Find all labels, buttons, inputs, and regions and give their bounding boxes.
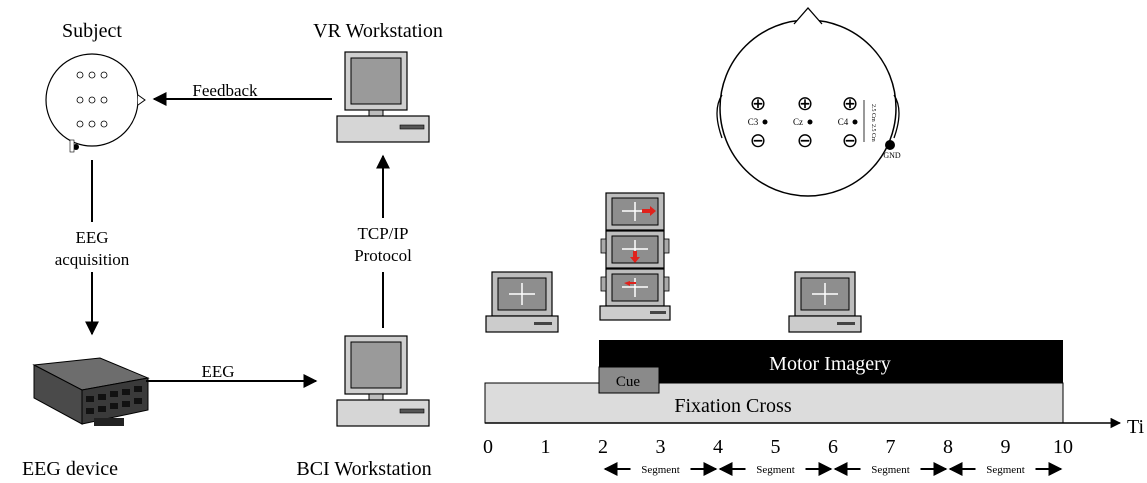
minus-electrode-cz: ⊖ [797,130,814,152]
segment-1-label: Segment [641,464,680,476]
vr-workstation-computer [336,51,430,143]
plus-electrode-cz: ⊕ [797,93,814,115]
tick-label-6: 6 [828,436,838,458]
tick-label-4: 4 [713,436,723,458]
eeg-acquisition-line2: acquisition [55,250,130,269]
subject-label: Subject [62,20,122,42]
tcp-line2: Protocol [354,246,412,265]
feedback-label: Feedback [192,81,258,100]
minus-electrode-c4: ⊖ [842,130,859,152]
cue-monitor-down [600,230,670,269]
fixation-cross-bar [484,382,1064,424]
electrode-label-c4: C4 [838,117,849,127]
bci-workstation-computer [336,335,430,427]
tick-label-10: 10 [1053,436,1073,458]
tick-label-9: 9 [1001,436,1011,458]
spacing-label-lower: 2.5 Cm [870,124,876,142]
tick-label-0: 0 [483,436,493,458]
fixation-monitor-left [485,271,559,333]
tick-label-2: 2 [598,436,608,458]
plus-electrode-c3: ⊕ [750,93,767,115]
electrode-head-map [716,7,900,197]
electrode-label-c3: C3 [748,117,759,127]
gnd-label: GND [883,151,901,160]
bci-workstation-label: BCI Workstation [296,458,431,480]
segment-4-label: Segment [986,464,1025,476]
eeg-device-label: EEG device [22,458,118,480]
segments: Segment Segment Segment Segment [603,462,1063,476]
electrode-dot-c4 [852,119,858,125]
segment-3-label: Segment [871,464,910,476]
gnd-electrode [885,140,895,150]
fixation-cross-label: Fixation Cross [674,395,791,417]
tick-label-3: 3 [656,436,666,458]
tick-label-1: 1 [541,436,551,458]
tick-label-5: 5 [771,436,781,458]
time-ticks: 0 1 2 3 4 5 6 7 8 9 10 [483,436,1073,458]
eeg-acquisition-line1: EEG [75,228,108,247]
subject-head-icon [45,53,146,153]
motor-imagery-bar [599,340,1063,383]
tick-label-8: 8 [943,436,953,458]
cue-label: Cue [616,374,641,390]
plus-electrode-c4: ⊕ [842,93,859,115]
fixation-monitor-right [788,271,862,333]
tcp-line1: TCP/IP [357,224,408,243]
electrode-dot-c3 [762,119,768,125]
electrode-label-cz: Cz [793,117,803,127]
cue-monitor-right [605,192,665,231]
eeg-arrow-label: EEG [201,362,234,381]
minus-electrode-c3: ⊖ [750,130,767,152]
tick-label-7: 7 [886,436,896,458]
eeg-device-icon [32,357,150,426]
segment-2-label: Segment [756,464,795,476]
electrode-dot-cz [807,119,813,125]
motor-imagery-label: Motor Imagery [769,353,891,375]
time-axis-label: Ti [1127,416,1145,438]
cue-monitor-left [599,268,671,321]
spacing-label-upper: 2.5 Cm [870,104,876,122]
vr-workstation-label: VR Workstation [313,20,443,42]
cue-bar [598,366,660,394]
